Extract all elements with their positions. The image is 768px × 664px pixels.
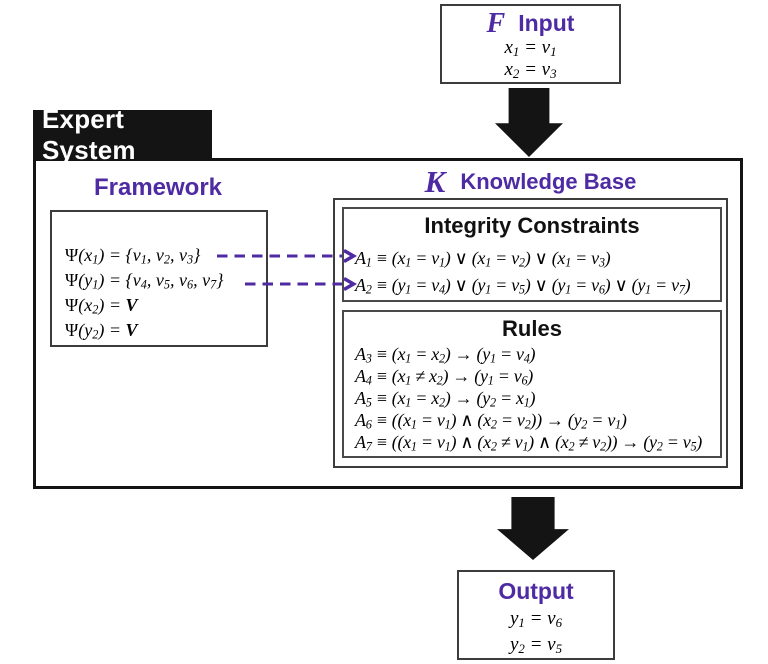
knowledge-base-box: Integrity Constraints A1 ≡ (x1 = v1) ∨ (… (333, 198, 728, 468)
rule-a6: A6 ≡ ((x1 = v1) ∧ (x2 = v2)) → (y2 = v1) (355, 410, 627, 432)
integrity-constraints-lines: A1 ≡ (x1 = v1) ∨ (x1 = v2) ∨ (x1 = v3) A… (344, 245, 720, 299)
input-title: Input (518, 10, 575, 36)
script-k-symbol: K (424, 164, 446, 199)
framework-line-2: Ψ(y1) = {v4, v5, v6, v7} (65, 270, 224, 292)
script-f-symbol: F (486, 7, 506, 39)
dashed-arrow-psi-y1-to-a2 (245, 276, 357, 292)
expert-system-label: Expert System (33, 104, 212, 165)
rule-a7: A7 ≡ ((x1 = v1) ∧ (x2 ≠ v1) ∧ (x2 ≠ v2))… (355, 432, 702, 454)
output-title: Output (498, 578, 574, 604)
framework-box: Ψ(x1) = {v1, v2, v3} Ψ(y1) = {v4, v5, v6… (50, 210, 268, 347)
framework-line-1: Ψ(x1) = {v1, v2, v3} (65, 245, 201, 267)
output-lines: y1 = v6 y2 = v5 (459, 606, 613, 658)
input-assignment-1: x1 = v1 (504, 37, 557, 59)
input-box: F Input x1 = v1 x2 = v3 (440, 4, 621, 84)
rule-a5: A5 ≡ (x1 = x2) → (y2 = x1) (355, 388, 536, 410)
framework-line-3: Ψ(x2) = V (65, 295, 138, 317)
output-box: Output y1 = v6 y2 = v5 (457, 570, 615, 660)
integrity-constraints-title: Integrity Constraints (424, 213, 640, 238)
rules-title: Rules (502, 316, 562, 341)
dashed-arrow-psi-x1-to-a1 (217, 248, 357, 264)
rule-a3: A3 ≡ (x1 = x2) → (y1 = v4) (355, 344, 536, 366)
framework-line-4: Ψ(y2) = V (65, 320, 138, 342)
expert-system-box: Framework Ψ(x1) = {v1, v2, v3} Ψ(y1) = {… (33, 158, 743, 489)
input-assignment-2: x2 = v3 (504, 59, 557, 81)
down-arrow-icon (495, 88, 563, 157)
input-header: F Input (442, 6, 619, 39)
constraint-a1: A1 ≡ (x1 = v1) ∨ (x1 = v2) ∨ (x1 = v3) (355, 248, 611, 270)
output-assignment-2: y2 = v5 (509, 634, 563, 656)
integrity-constraints-box: Integrity Constraints A1 ≡ (x1 = v1) ∨ (… (342, 207, 722, 302)
output-assignment-1: y1 = v6 (509, 608, 563, 630)
rules-lines: A3 ≡ (x1 = x2) → (y1 = v4) A4 ≡ (x1 ≠ x2… (344, 343, 720, 453)
constraint-a2: A2 ≡ (y1 = v4) ∨ (y1 = v5) ∨ (y1 = v6) ∨… (355, 275, 691, 297)
rules-box: Rules A3 ≡ (x1 = x2) → (y1 = v4) A4 ≡ (x… (342, 310, 722, 458)
knowledge-base-header: K Knowledge Base (333, 164, 728, 199)
down-arrow-icon (497, 497, 569, 560)
rule-a4: A4 ≡ (x1 ≠ x2) → (y1 = v6) (355, 366, 533, 388)
framework-title: Framework (93, 174, 223, 201)
knowledge-base-title: Knowledge Base (460, 169, 637, 194)
